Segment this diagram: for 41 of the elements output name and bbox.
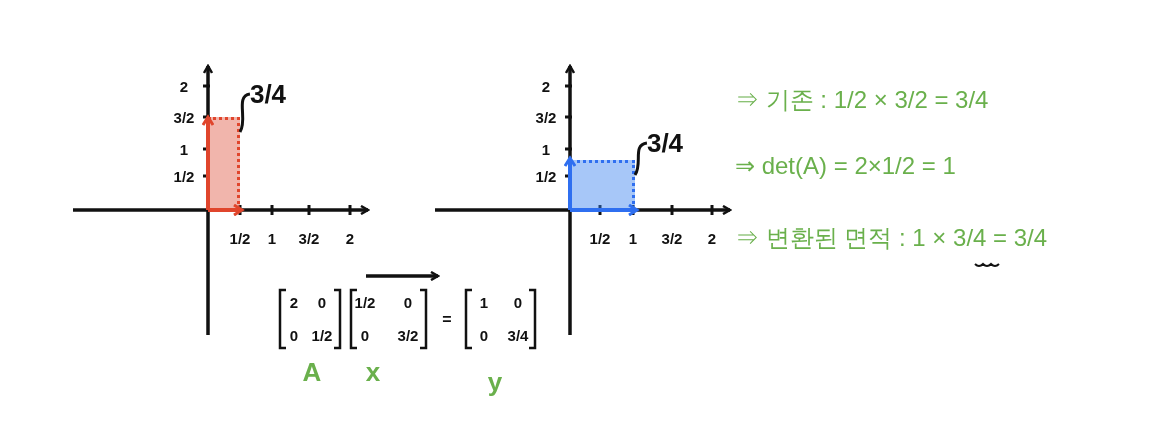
tick-label: 1/2 xyxy=(589,229,611,247)
matrix-entry: 0 xyxy=(513,293,523,311)
tick-label: 2 xyxy=(541,77,551,95)
tick-label: 3/2 xyxy=(661,229,683,247)
matrix-entry: 0 xyxy=(403,293,413,311)
matrix-entry: 0 xyxy=(360,326,370,344)
matrix-entry: 1/2 xyxy=(354,293,376,311)
leader-line xyxy=(633,141,648,176)
matrix-entry: 3/4 xyxy=(507,326,529,344)
tick-label: 2 xyxy=(179,77,189,95)
matrix-name: y xyxy=(487,366,503,398)
tick-label: 1 xyxy=(267,229,277,247)
tick-label: 2 xyxy=(345,229,355,247)
tick-label: 3/2 xyxy=(535,108,557,126)
shaded-region xyxy=(208,117,240,210)
matrix-name: A xyxy=(302,356,322,388)
tick-label: 1/2 xyxy=(173,167,195,185)
tick-label: 1/2 xyxy=(229,229,251,247)
area-label: 3/4 xyxy=(249,78,287,110)
tick-label: 1 xyxy=(628,229,638,247)
area-label: 3/4 xyxy=(646,127,684,159)
matrix-entry: 0 xyxy=(289,326,299,344)
tick-label: 1/2 xyxy=(535,167,557,185)
equation-text: ⇒ det(A) = 2×1/2 = 1 xyxy=(735,152,956,180)
tick-label: 1 xyxy=(179,140,189,158)
matrix-entry: 0 xyxy=(479,326,489,344)
matrix-name: x xyxy=(365,356,381,388)
matrix-entry: 3/2 xyxy=(397,326,419,344)
tick-label: 1 xyxy=(541,140,551,158)
tick-label: 2 xyxy=(707,229,717,247)
equation-text: ⇒ 기존 : 1/2 × 3/2 = 3/4 xyxy=(735,85,989,115)
tick-label: 3/2 xyxy=(173,108,195,126)
matrix-entry: 1/2 xyxy=(311,326,333,344)
leader-line xyxy=(238,92,251,133)
shaded-region xyxy=(570,160,635,210)
matrix-entry: 0 xyxy=(317,293,327,311)
equals-sign: = xyxy=(442,311,452,329)
tick-label: 3/2 xyxy=(298,229,320,247)
matrix-entry: 2 xyxy=(289,293,299,311)
equation-text: ⇒ 변환된 면적 : 1 × 3/4 = 3/4 xyxy=(735,223,1048,253)
matrix-entry: 1 xyxy=(479,293,489,311)
